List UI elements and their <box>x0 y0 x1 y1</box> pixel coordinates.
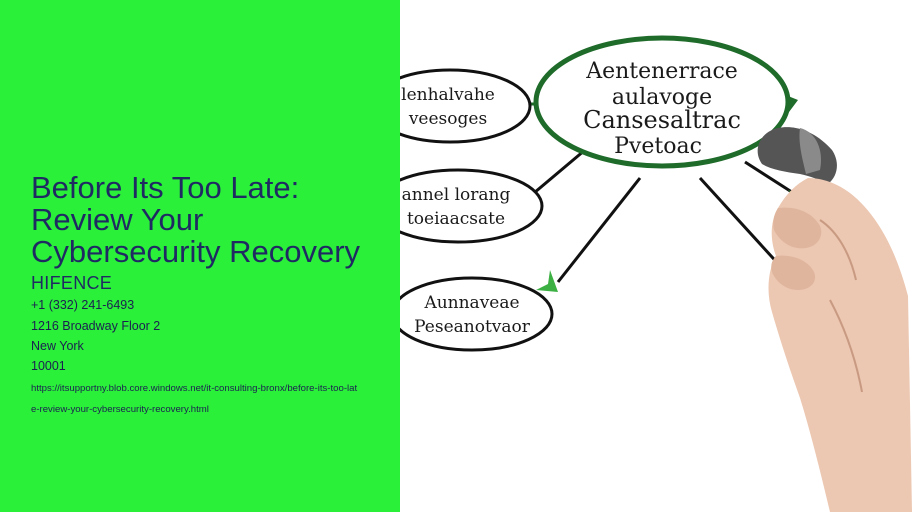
page-url[interactable]: https://itsupportny.blob.core.windows.ne… <box>31 383 358 415</box>
connector-line <box>744 160 799 198</box>
node-label: annel lorang <box>402 185 511 205</box>
left-panel <box>0 0 400 512</box>
connector-line <box>698 176 784 270</box>
node-label: toeiaacsate <box>407 209 505 229</box>
node-label: Peseanotvaor <box>414 317 531 337</box>
mind-map-node <box>400 276 554 352</box>
center-node-line: Cansesaltrac <box>583 106 741 134</box>
company-name: HIFENCE <box>31 273 113 293</box>
city: New York <box>31 339 84 353</box>
mind-map-illustration: Aentenerrace aulavoge Cansesaltrac Pveto… <box>400 35 912 512</box>
hand-with-marker <box>757 127 912 512</box>
center-node-line: Pvetoac <box>614 134 702 159</box>
node-label: veesoges <box>408 109 487 129</box>
center-node <box>533 35 791 169</box>
connector-line <box>527 148 586 200</box>
hero-image: Aentenerrace aulavoge Cansesaltrac Pveto… <box>400 0 912 512</box>
center-node-line: Aentenerrace <box>585 59 738 84</box>
arrow-icon <box>536 270 558 292</box>
page-title: Before Its Too Late: Review Your Cyberse… <box>31 170 361 269</box>
phone-number: +1 (332) 241-6493 <box>31 298 135 312</box>
center-node-line: aulavoge <box>612 85 712 110</box>
connector-line <box>556 177 642 283</box>
street-address: 1216 Broadway Floor 2 <box>31 319 161 333</box>
node-label: Aunnaveae <box>423 293 519 313</box>
mind-map-node <box>400 168 544 244</box>
mind-map-node <box>400 68 532 144</box>
node-label: lenhalvahe <box>401 85 495 105</box>
zip-code: 10001 <box>31 359 66 373</box>
